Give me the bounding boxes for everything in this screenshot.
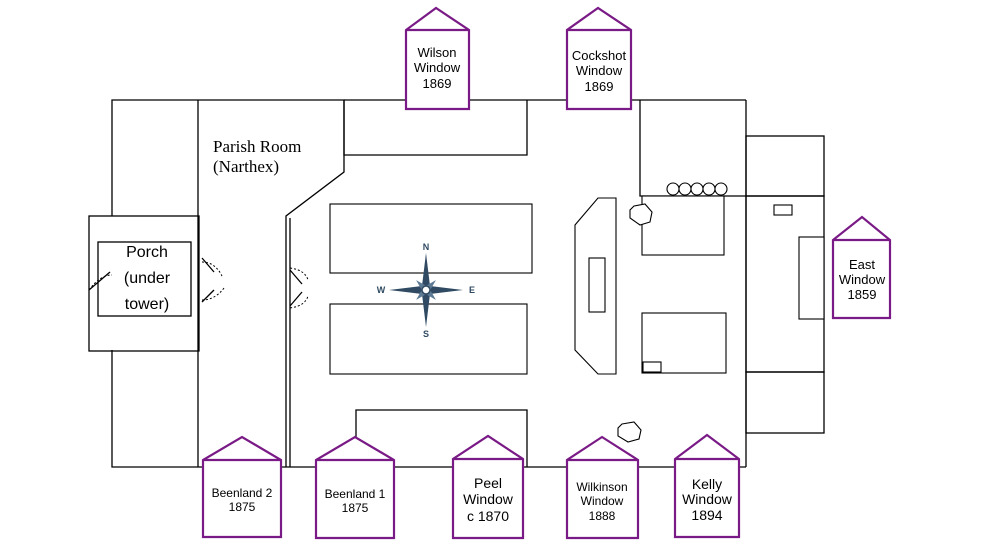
window-wilson-line1: Wilson [417, 45, 456, 60]
pew-block-north [329, 203, 533, 274]
window-wilkinson-line3: 1888 [589, 509, 616, 523]
window-beenland-2-marker [201, 435, 283, 539]
window-east-line3: 1859 [848, 287, 877, 302]
compass-center [421, 285, 431, 295]
window-wilkinson: Wilkinson Window 1888 [565, 435, 640, 540]
window-beenland-2-line1: Beenland 2 [212, 486, 273, 500]
window-cockshot-line2: Window [576, 63, 623, 78]
window-kelly-line1: Kelly [692, 476, 722, 492]
window-east-line2: Window [839, 272, 886, 287]
vestry-bottom [745, 371, 825, 434]
organ-pipe [690, 182, 704, 196]
window-kelly-marker [673, 433, 741, 539]
window-kelly: Kelly Window 1894 [673, 433, 741, 539]
narthex-partition [198, 99, 345, 467]
window-kelly-line2: Window [682, 491, 733, 507]
porch-door-leaf [88, 271, 111, 291]
window-east-marker [831, 215, 892, 320]
compass-needle-east [426, 286, 463, 294]
organ-pipes [666, 182, 728, 196]
north-aisle-box [343, 100, 528, 156]
organ-pipe [702, 182, 716, 196]
window-peel-line3: c 1870 [467, 508, 509, 524]
nave-door-leaf-bottom [289, 291, 303, 307]
compass-rose: N S E W [377, 242, 475, 339]
window-peel-line2: Window [463, 491, 514, 507]
compass-w-label: W [377, 285, 386, 295]
window-cockshot-line3: 1869 [585, 79, 614, 94]
window-wilkinson-marker [565, 435, 640, 540]
window-wilson-line3: 1869 [423, 76, 452, 91]
window-cockshot: Cockshot Window 1869 [565, 6, 633, 111]
compass-needle-west [389, 286, 426, 294]
window-east: East Window 1859 [831, 215, 892, 320]
window-peel-marker [451, 434, 525, 540]
narthex-door-leaf-bottom [201, 289, 215, 303]
narthex-door-leaf-top [201, 257, 215, 273]
vestry-top [745, 135, 825, 197]
pillar-north [629, 203, 653, 226]
window-beenland-2: Beenland 2 1875 [201, 435, 283, 539]
nave-door-swing-bottom [289, 295, 309, 309]
window-wilson-line2: Window [414, 60, 461, 75]
window-beenland-1-line1: Beenland 1 [325, 487, 386, 501]
organ-pipe [678, 182, 692, 196]
narthex-door-swing-bottom [201, 287, 225, 301]
compass-needle-north [422, 253, 430, 290]
narthex-door-swing-top [201, 261, 223, 277]
nave-door-leaf-top [289, 269, 303, 285]
window-peel-line1: Peel [474, 475, 502, 491]
lectern [588, 257, 606, 313]
furniture [329, 182, 825, 443]
building-walls [88, 99, 825, 468]
nave-door-swing-top [289, 267, 309, 281]
porch-label: Porch [126, 244, 168, 261]
parish-room-label: Parish Room [213, 137, 301, 156]
window-beenland-1: Beenland 1 1875 [314, 435, 396, 540]
organ-chamber-wall [639, 100, 746, 197]
window-east-line1: East [849, 257, 875, 272]
window-cockshot-marker [565, 6, 633, 111]
altar [798, 236, 825, 320]
window-beenland-2-line2: 1875 [229, 500, 256, 514]
window-wilson-marker [404, 6, 471, 111]
narthex-label: (Narthex) [213, 157, 279, 176]
window-beenland-1-marker [314, 435, 396, 540]
tower-wall-bottom [111, 350, 198, 468]
window-peel: Peel Window c 1870 [451, 434, 525, 540]
porch-label-under: (under [124, 270, 171, 287]
doors [88, 257, 309, 309]
window-beenland-1-line2: 1875 [342, 501, 369, 515]
small-box-east [773, 204, 793, 216]
organ-pipe [666, 182, 680, 196]
pew-block-south [329, 303, 528, 375]
compass-needle-south [422, 290, 430, 327]
window-cockshot-line1: Cockshot [572, 48, 627, 63]
choir-stall-north [641, 195, 725, 256]
window-wilkinson-line1: Wilkinson [576, 480, 627, 494]
compass-s-label: S [423, 329, 429, 339]
window-kelly-line3: 1894 [691, 507, 722, 523]
porch-label-tower: tower) [125, 296, 169, 313]
window-wilson: Wilson Window 1869 [404, 6, 471, 111]
organ-pipe [714, 182, 728, 196]
pillar-south [617, 421, 642, 443]
compass-e-label: E [469, 285, 475, 295]
tower-wall-top [111, 99, 198, 216]
porch-outer-wall [88, 215, 200, 352]
porch-inner-wall [97, 241, 192, 317]
compass-n-label: N [423, 242, 430, 252]
small-box-south [642, 361, 662, 373]
window-wilkinson-line2: Window [581, 494, 624, 508]
